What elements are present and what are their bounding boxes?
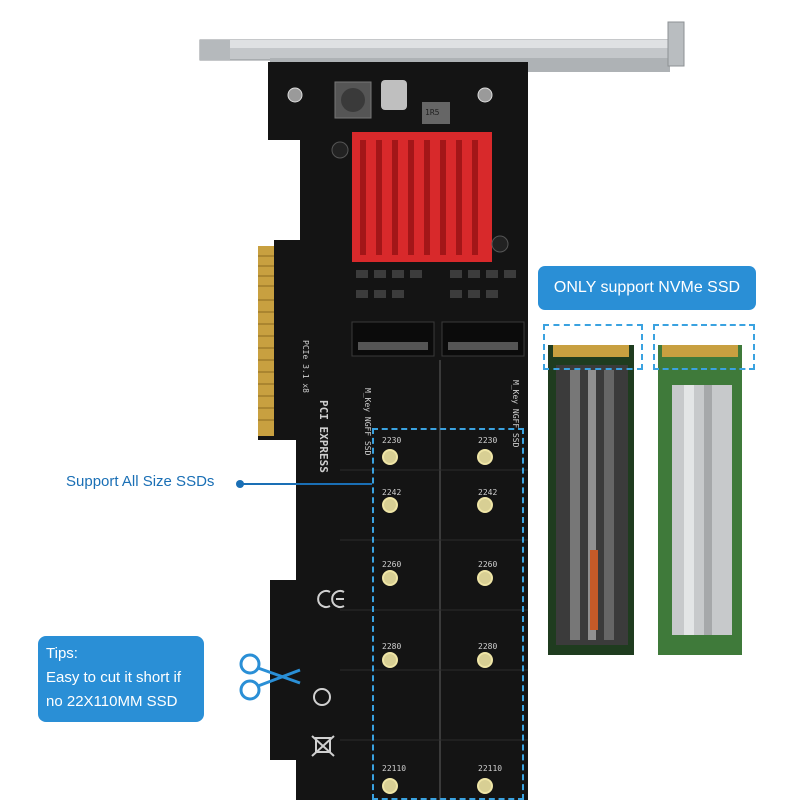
standoff-pads [382, 449, 493, 794]
tips-title: Tips: [46, 645, 78, 662]
size-label-right: 2242 [478, 488, 498, 497]
scissors-icon [239, 653, 301, 701]
all-sizes-pointer-line [240, 483, 372, 485]
size-label-right: 22110 [478, 764, 503, 773]
size-label-left: 2242 [382, 488, 402, 497]
tips-line-1: Easy to cut it short if [46, 669, 182, 686]
all-sizes-pointer-dot [236, 480, 244, 488]
slot-left-label: M_Key NGFF SSD [363, 388, 372, 456]
slot-area-outline [372, 428, 524, 800]
size-label-left: 2280 [382, 642, 402, 651]
ssd-dark-connector-outline [543, 324, 643, 370]
size-label-right: 2260 [478, 560, 498, 569]
pcie-version-label: PCIe 3.1 x8 [301, 340, 310, 393]
ssd-green [658, 345, 742, 665]
slot-right-label: M_Key NGFF SSD [511, 380, 520, 448]
size-label-left: 22110 [382, 764, 407, 773]
all-sizes-callout: Support All Size SSDs [66, 473, 215, 490]
heatsink-part-label: 1R5 [425, 108, 440, 117]
size-label-left: 2260 [382, 560, 402, 569]
ssd-dark [548, 345, 634, 665]
tips-callout: Tips: Easy to cut it short if no 22X110M… [38, 636, 204, 722]
tips-line-2: no 22X110MM SSD [46, 693, 178, 710]
regulatory-marks [311, 590, 345, 757]
size-label-left: 2230 [382, 436, 402, 445]
m2-connectors [351, 321, 525, 357]
pci-express-logo: PCI EXPRESS [317, 400, 330, 473]
ssd-green-connector-outline [653, 324, 755, 370]
nvme-only-callout: ONLY support NVMe SSD [538, 266, 756, 310]
heatsink [331, 132, 509, 262]
size-label-right: 2230 [478, 436, 498, 445]
size-label-right: 2280 [478, 642, 498, 651]
